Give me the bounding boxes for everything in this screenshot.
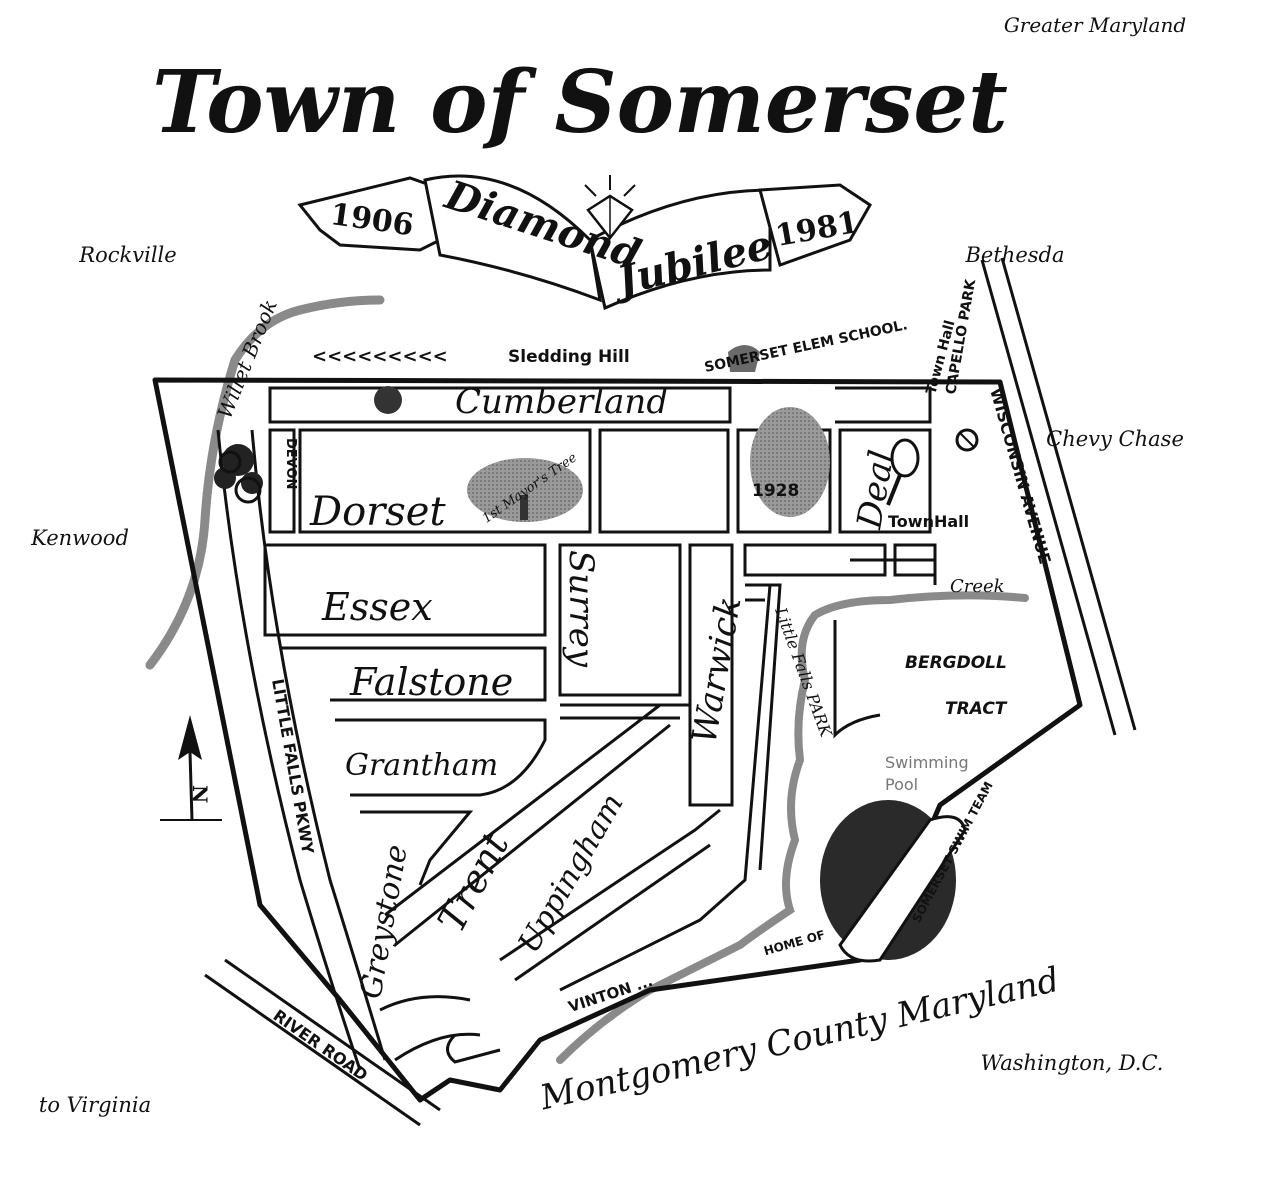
sledding-hill-shading [728, 345, 760, 372]
little-falls-creek [556, 591, 1029, 1064]
north-arrow-icon: N [160, 715, 222, 821]
bicycle-icon [218, 450, 262, 504]
street-surrey: Surrey [561, 550, 601, 668]
label-pool: Pool [885, 775, 918, 794]
street-devon: DEVON [283, 438, 298, 489]
label-bethesda: Bethesda [965, 243, 1065, 267]
map-title: Town of Somerset [152, 52, 1008, 153]
label-kenwood: Kenwood [30, 526, 129, 550]
sledding-arrows: <<<<<<<<< [312, 346, 448, 367]
school-shading [750, 407, 830, 517]
label-washington-dc: Washington, D.C. [981, 1051, 1164, 1075]
street-greystone: Greystone [353, 842, 414, 1001]
street-essex: Essex [321, 585, 433, 629]
label-greater-maryland: Greater Maryland [1004, 13, 1186, 37]
street-warwick: Warwick [684, 594, 749, 747]
label-little-falls-pkwy: LITTLE FALLS PKWY [268, 677, 318, 855]
label-rockville: Rockville [78, 243, 176, 267]
north-label: N [188, 785, 212, 803]
street-cumberland: Cumberland [455, 382, 668, 422]
tennis-racket-icon [886, 438, 920, 506]
label-sledding-hill: Sledding Hill [508, 347, 630, 367]
tennis-ball-icon [955, 428, 979, 452]
label-home-of: HOME OF [762, 927, 826, 958]
first-mayor-tree [467, 458, 583, 522]
label-school-year: 1928 [752, 481, 799, 501]
label-little-falls-park: Little Falls PARK [771, 604, 836, 740]
label-swimming: Swimming [885, 753, 969, 772]
street-grantham: Grantham [345, 748, 498, 783]
street-uppingham: Uppingham [512, 788, 631, 959]
label-bergdoll: BERGDOLL [905, 653, 1007, 673]
label-tract: TRACT [945, 699, 1008, 719]
street-trent: Trent [429, 825, 518, 940]
label-to-virginia: to Virginia [39, 1093, 151, 1117]
diamond-icon [584, 175, 636, 241]
label-town-hall: TownHall [888, 512, 969, 531]
label-chevy-chase: Chevy Chase [1046, 427, 1184, 451]
jubilee-banner: 1906 Diamond Jubilee 1981 [297, 171, 872, 311]
roads [204, 257, 1137, 1127]
label-creek: Creek [950, 576, 1005, 597]
street-falstone: Falstone [349, 660, 513, 704]
label-school: SOMERSET ELEM SCHOOL. [703, 317, 909, 376]
street-dorset: Dorset [309, 489, 446, 535]
hand-icon [374, 386, 402, 414]
